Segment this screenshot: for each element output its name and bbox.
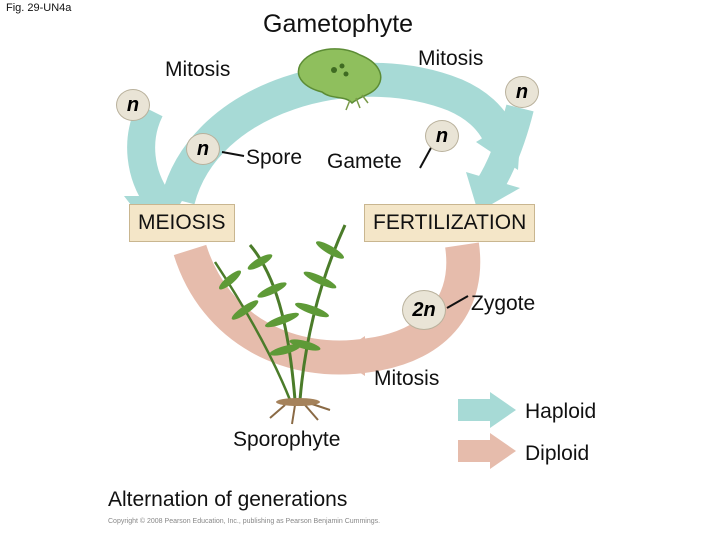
diploid-arc-lower [173,242,481,375]
ploidy-2n: 2n [402,290,446,330]
haploid-arrow-right-head [466,172,520,212]
haploid-arrow-left [127,103,170,209]
copyright-text: Copyright © 2008 Pearson Education, Inc.… [108,518,381,525]
diploid-arc-arrowhead [335,336,365,376]
ploidy-n-right: n [505,76,539,108]
ploidy-n-spore: n [186,133,220,165]
gametophyte-illustration [297,48,382,111]
zygote-connector [446,295,469,309]
spore-connector [221,151,245,157]
fertilization-box: FERTILIZATION [364,204,536,242]
mitosis-label-bottom: Mitosis [374,367,440,390]
zygote-label: Zygote [471,292,536,315]
spore-label: Spore [246,146,303,169]
ploidy-n-gamete: n [425,120,459,152]
meiosis-box: MEIOSIS [129,204,235,242]
legend-diploid-label: Diploid [525,442,590,465]
legend-diploid-arrow [458,433,516,469]
caption: Alternation of generations [108,488,348,511]
gamete-connector [419,145,433,169]
ploidy-2n-text: 2n [412,298,436,321]
sporophyte-label: Sporophyte [233,428,341,451]
legend-haploid-arrow [458,392,516,428]
mitosis-label-upper-right: Mitosis [418,47,484,70]
gametophyte-label: Gametophyte [263,10,414,38]
ploidy-n-left: n [116,89,150,121]
sporophyte-illustration [213,224,347,425]
legend-haploid-label: Haploid [525,400,597,423]
mitosis-label-upper-left: Mitosis [165,58,231,81]
figure-label: Fig. 29-UN4a [6,2,72,14]
gamete-label: Gamete [327,150,402,173]
